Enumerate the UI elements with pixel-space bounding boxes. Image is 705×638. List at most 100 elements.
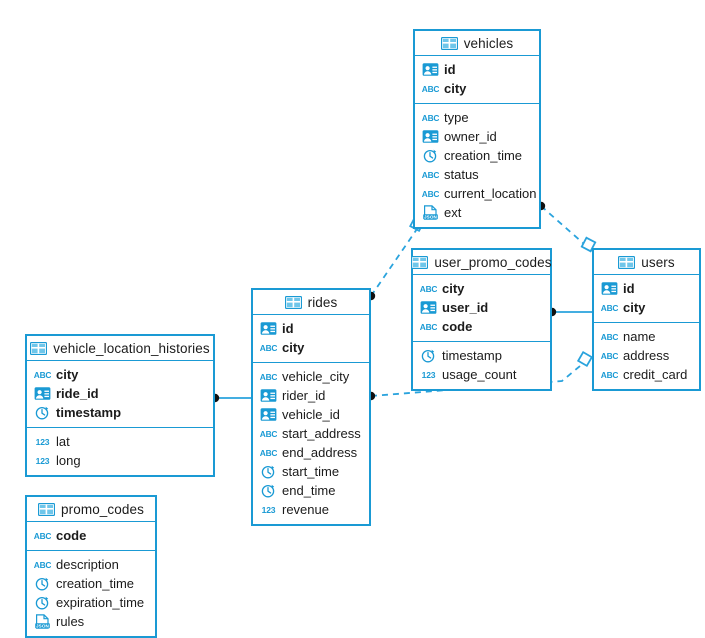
primary-key-row[interactable]: id	[594, 279, 699, 298]
primary-key-row[interactable]: ABC city	[253, 338, 369, 357]
column-row[interactable]: 123 usage_count	[413, 365, 550, 384]
abc-text-icon: ABC	[601, 332, 618, 342]
123-number-icon: 123	[36, 437, 50, 447]
primary-key-row[interactable]: ABC city	[415, 79, 539, 98]
primary-key-row[interactable]: ABC city	[594, 298, 699, 317]
svg-text:JSON: JSON	[424, 214, 437, 219]
column-row[interactable]: start_time	[253, 462, 369, 481]
primary-key-row[interactable]: ABC code	[27, 526, 155, 545]
svg-text:123: 123	[36, 456, 50, 466]
primary-key-row[interactable]: timestamp	[27, 403, 213, 422]
svg-text:ABC: ABC	[601, 351, 618, 361]
relationship-vehicle-location-histories-to-rides[interactable]	[210, 393, 253, 403]
column-row[interactable]: ABC end_address	[253, 443, 369, 462]
abc-text-icon: ABC	[422, 113, 439, 123]
svg-text:ABC: ABC	[601, 303, 618, 313]
abc-text-icon: ABC	[260, 429, 277, 439]
table-grid-icon	[38, 502, 56, 516]
svg-text:123: 123	[262, 505, 276, 515]
primary-key-row[interactable]: ABC city	[27, 365, 213, 384]
column-row[interactable]: creation_time	[415, 146, 539, 165]
clock-icon	[35, 577, 49, 591]
id-badge-icon	[260, 322, 277, 335]
column-row[interactable]: ABC vehicle_city	[253, 367, 369, 386]
table-node-vehicle_location_histories[interactable]: vehicle_location_histories ABC city ride…	[25, 334, 215, 477]
id-badge-icon	[260, 389, 277, 402]
primary-key-row[interactable]: id	[415, 60, 539, 79]
field-name: timestamp	[56, 405, 122, 420]
column-row[interactable]: expiration_time	[27, 593, 155, 612]
column-row[interactable]: ABC status	[415, 165, 539, 184]
column-row[interactable]: end_time	[253, 481, 369, 500]
table-node-vehicles[interactable]: vehicles id ABC city ABC type owner_id	[413, 29, 541, 229]
table-header-vehicles[interactable]: vehicles	[415, 31, 539, 56]
field-name: timestamp	[442, 348, 502, 363]
table-header-user_promo_codes[interactable]: user_promo_codes	[411, 250, 551, 275]
column-row[interactable]: rider_id	[253, 386, 369, 405]
column-row[interactable]: timestamp	[413, 346, 550, 365]
column-row[interactable]: ABC name	[594, 327, 699, 346]
primary-key-row[interactable]: user_id	[413, 298, 550, 317]
column-group: ABC vehicle_city rider_id vehicle_id ABC…	[253, 363, 369, 524]
svg-text:ABC: ABC	[422, 189, 439, 199]
column-row[interactable]: owner_id	[415, 127, 539, 146]
table-node-users[interactable]: users id ABC city ABC name ABC address A…	[592, 248, 701, 391]
primary-key-row[interactable]: ABC code	[413, 317, 550, 336]
column-row[interactable]: JSON ext	[415, 203, 539, 222]
field-name: code	[442, 319, 473, 334]
primary-key-row[interactable]: ABC city	[413, 279, 550, 298]
column-group: ABC description creation_time expiration…	[27, 551, 155, 636]
column-row[interactable]: ABC credit_card	[594, 365, 699, 384]
svg-text:ABC: ABC	[422, 170, 439, 180]
field-name: status	[444, 167, 479, 182]
primary-key-row[interactable]: id	[253, 319, 369, 338]
clock-icon	[35, 596, 49, 610]
column-row[interactable]: 123 long	[27, 451, 213, 470]
field-name: rules	[56, 614, 85, 629]
primary-key-row[interactable]: ride_id	[27, 384, 213, 403]
table-grid-icon	[30, 341, 48, 355]
svg-text:ABC: ABC	[260, 343, 277, 353]
table-title: users	[641, 254, 675, 270]
table-header-rides[interactable]: rides	[253, 290, 369, 315]
table-node-user_promo_codes[interactable]: user_promo_codes ABC city user_id ABC co…	[411, 248, 552, 391]
field-name: vehicle_id	[282, 407, 340, 422]
clock-icon	[421, 349, 435, 363]
table-node-rides[interactable]: rides id ABC city ABC vehicle_city rider…	[251, 288, 371, 526]
primary-key-group: ABC city user_id ABC code	[413, 275, 550, 342]
field-name: revenue	[282, 502, 329, 517]
abc-text-icon: ABC	[422, 170, 439, 180]
column-row[interactable]: ABC description	[27, 555, 155, 574]
column-row[interactable]: ABC start_address	[253, 424, 369, 443]
abc-text-icon: ABC	[420, 284, 437, 294]
field-name: owner_id	[444, 129, 497, 144]
field-name: ride_id	[56, 386, 99, 401]
relationship-vehicles-to-users[interactable]	[536, 201, 597, 253]
field-name: description	[56, 557, 119, 572]
relationship-user-promo-codes-to-users[interactable]	[547, 307, 594, 317]
column-group: ABC name ABC address ABC credit_card	[594, 323, 699, 389]
table-header-vehicle_location_histories[interactable]: vehicle_location_histories	[27, 336, 213, 361]
svg-text:ABC: ABC	[420, 284, 437, 294]
column-row[interactable]: ABC type	[415, 108, 539, 127]
table-node-promo_codes[interactable]: promo_codes ABC code ABC description cre…	[25, 495, 157, 638]
field-name: long	[56, 453, 81, 468]
column-row[interactable]: 123 lat	[27, 432, 213, 451]
primary-key-group: id ABC city	[253, 315, 369, 363]
svg-text:ABC: ABC	[260, 372, 277, 382]
column-row[interactable]: ABC address	[594, 346, 699, 365]
column-row[interactable]: vehicle_id	[253, 405, 369, 424]
abc-text-icon: ABC	[34, 370, 51, 380]
field-name: vehicle_city	[282, 369, 350, 384]
column-row[interactable]: 123 revenue	[253, 500, 369, 519]
column-row[interactable]: creation_time	[27, 574, 155, 593]
id-badge-icon	[260, 408, 277, 421]
table-header-users[interactable]: users	[594, 250, 699, 275]
abc-text-icon: ABC	[422, 189, 439, 199]
column-row[interactable]: JSON rules	[27, 612, 155, 631]
table-header-promo_codes[interactable]: promo_codes	[27, 497, 155, 522]
abc-text-icon: ABC	[601, 351, 618, 361]
column-row[interactable]: ABC current_location	[415, 184, 539, 203]
column-group: timestamp 123 usage_count	[413, 342, 550, 389]
